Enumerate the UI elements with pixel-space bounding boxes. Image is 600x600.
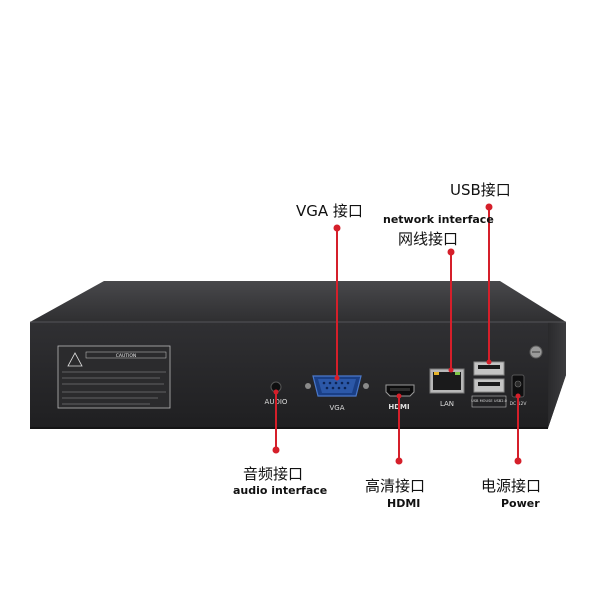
callout-power-cn: 电源接口 — [481, 477, 542, 495]
callout-audio-en: audio interface — [233, 484, 328, 497]
vga-port-label: VGA — [329, 404, 344, 412]
usb-port-label: USB MOUSE USB2.0 — [471, 399, 508, 403]
warning-triangle-icon — [67, 352, 83, 367]
chassis-right-edge — [548, 322, 566, 428]
caution-sticker: CAUTION — [57, 345, 171, 409]
chassis-top — [30, 281, 566, 322]
caution-text: CAUTION — [116, 353, 137, 359]
callout-network-en: network interface — [383, 213, 494, 226]
callout-network-cn: 网线接口 — [398, 230, 459, 248]
lan-port: LAN — [429, 368, 465, 408]
callout-power-en: Power — [501, 497, 540, 510]
callout-hdmi-cn: 高清接口 — [365, 477, 426, 495]
callout-audio-cn: 音频接口 — [243, 465, 304, 483]
callout-vga: VGA 接口 — [296, 202, 363, 220]
leader-lines — [272, 203, 522, 465]
vga-port: VGA — [305, 375, 369, 412]
lan-port-label: LAN — [440, 400, 454, 408]
usb-ports: USB MOUSE USB2.0 — [471, 361, 508, 408]
callout-usb: USB接口 — [450, 181, 511, 199]
callout-hdmi-en: HDMI — [387, 497, 421, 510]
